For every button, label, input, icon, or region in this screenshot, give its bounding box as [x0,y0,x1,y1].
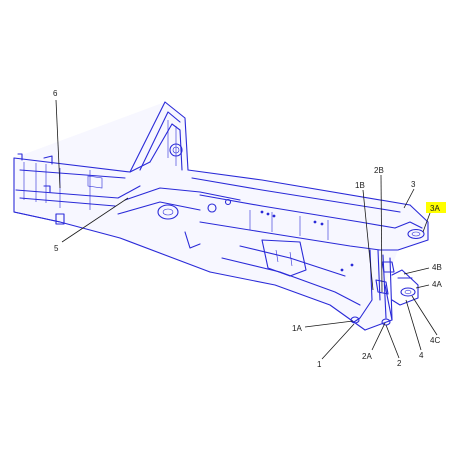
frame-illustration [13,101,429,331]
callout-3A[interactable]: 3A [430,204,440,213]
callout-3A-highlight [426,202,446,213]
leader-1A [304,320,354,328]
callout-2A[interactable]: 2A [362,352,372,361]
callout-2B[interactable]: 2B [374,166,384,175]
callout-4C[interactable]: 4C [430,336,440,345]
leader-4C [411,295,438,336]
callout-1B[interactable]: 1B [355,181,365,190]
leader-3A [422,212,431,233]
leader-1B [362,189,374,291]
callout-1A[interactable]: 1A [292,324,302,333]
leader-2B [380,174,383,293]
leader-2A [371,322,386,351]
callout-5[interactable]: 5 [54,244,59,253]
callout-4B[interactable]: 4B [432,263,442,272]
callout-labels: 6 5 1B 2B 3 3A 4B 4A 4C 1A 1 2A 2 4 [53,89,446,369]
leader-4 [405,299,422,351]
leader-1 [321,323,355,360]
leader-3 [403,188,415,209]
leader-4A [415,284,430,289]
callout-2[interactable]: 2 [397,359,402,368]
callout-4A[interactable]: 4A [432,280,442,289]
leader-2 [385,324,400,359]
callout-4[interactable]: 4 [419,351,424,360]
callout-6[interactable]: 6 [53,89,58,98]
callout-1[interactable]: 1 [317,360,322,369]
leader-4B [403,267,430,275]
callout-3[interactable]: 3 [411,180,416,189]
leader-6 [55,99,61,189]
leader-5 [61,197,129,243]
leader-lines [55,99,438,360]
